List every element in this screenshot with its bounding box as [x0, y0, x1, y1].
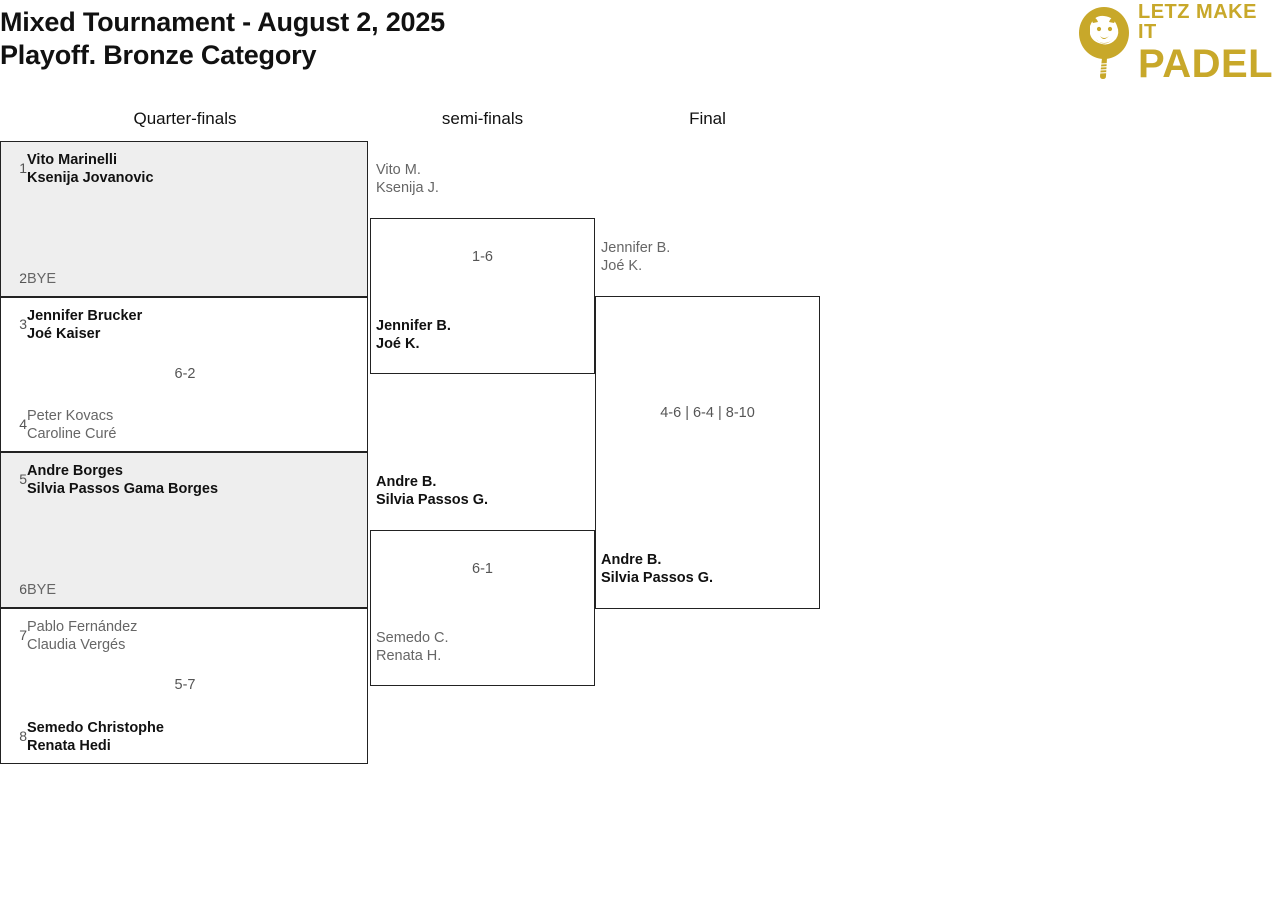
quarter-final-match-4[interactable]: 7 Pablo Fernández Claudia Vergés 5-7 8 S… [0, 608, 368, 764]
match-competitor-top[interactable]: 5 Andre Borges Silvia Passos Gama Borges [1, 461, 369, 498]
match-score: 6-1 [472, 561, 493, 577]
match-competitor-top[interactable]: 7 Pablo Fernández Claudia Vergés [1, 617, 369, 654]
player-name-1: Andre B. [376, 474, 437, 490]
player-name-1: BYE [27, 271, 57, 287]
page-title: Mixed Tournament - August 2, 2025 Playof… [0, 6, 900, 72]
match-competitor-top[interactable]: 1 Vito Marinelli Ksenija Jovanovic [1, 150, 369, 187]
player-name-2: Claudia Vergés [27, 637, 126, 653]
semi-final-1-competitor-top[interactable]: Vito M. Ksenija J. [376, 161, 591, 197]
brand-line-1: LETZ MAKE IT [1138, 1, 1257, 43]
team-names: Semedo Christophe Renata Hedi [27, 718, 164, 755]
quarter-final-match-1[interactable]: 1 Vito Marinelli Ksenija Jovanovic 2 BYE [0, 141, 368, 297]
match-score: 5-7 [174, 677, 196, 693]
match-competitor-bottom[interactable]: 4 Peter Kovacs Caroline Curé [1, 406, 369, 443]
match-competitor-top[interactable]: 3 Jennifer Brucker Joé Kaiser [1, 306, 369, 343]
seed-number: 5 [19, 471, 27, 487]
title-line-1: Mixed Tournament - August 2, 2025 [0, 7, 445, 37]
seed-number: 6 [19, 581, 27, 597]
player-name-2: Joé K. [376, 336, 420, 352]
player-name-1: Jennifer B. [376, 318, 451, 334]
player-name-1: Andre B. [601, 552, 662, 568]
final-match-score: 4-6 | 6-4 | 8-10 [660, 405, 755, 421]
quarter-final-match-3[interactable]: 5 Andre Borges Silvia Passos Gama Borges… [0, 452, 368, 608]
team-names: Andre Borges Silvia Passos Gama Borges [27, 461, 218, 498]
match-score: 6-2 [174, 366, 196, 382]
player-name-2: Silvia Passos G. [376, 492, 489, 508]
player-name-2: Renata Hedi [27, 738, 111, 754]
seed-number: 1 [19, 160, 27, 176]
round-heading-quarter-finals: Quarter-finals [133, 109, 237, 128]
round-heading-final: Final [689, 109, 726, 128]
final-competitor-top[interactable]: Jennifer B. Joé K. [601, 239, 816, 275]
player-name-1: Peter Kovacs [27, 408, 114, 424]
player-name-2: Caroline Curé [27, 426, 117, 442]
player-name-2: Joé Kaiser [27, 326, 101, 342]
match-competitor-bottom[interactable]: 6 BYE [1, 580, 369, 599]
seed-number: 2 [19, 270, 27, 286]
seed-number: 3 [19, 316, 27, 332]
quarter-final-match-2[interactable]: 3 Jennifer Brucker Joé Kaiser 6-2 4 Pete… [0, 297, 368, 452]
semi-final-2-competitor-top[interactable]: Andre B. Silvia Passos G. [376, 473, 591, 509]
team-names: Vito Marinelli Ksenija Jovanovic [27, 150, 154, 187]
seed-number: 4 [19, 416, 27, 432]
match-competitor-bottom[interactable]: 8 Semedo Christophe Renata Hedi [1, 718, 369, 755]
player-name-1: Pablo Fernández [27, 619, 138, 635]
round-heading-semi-finals: semi-finals [441, 109, 524, 128]
player-name-1: Semedo Christophe [27, 720, 164, 736]
player-name-2: Ksenija J. [376, 180, 439, 196]
match-competitor-bottom[interactable]: 2 BYE [1, 269, 369, 288]
brand-line-2: PADEL [1138, 42, 1274, 86]
team-names: Jennifer Brucker Joé Kaiser [27, 306, 142, 343]
player-name-1: Vito M. [376, 162, 421, 178]
player-name-1: Semedo C. [376, 630, 449, 646]
final-match[interactable] [595, 296, 820, 609]
player-name-2: Joé K. [601, 258, 643, 274]
semi-final-1-competitor-bottom[interactable]: Jennifer B. Joé K. [376, 317, 591, 353]
semi-final-match-1[interactable]: 1-6 [370, 218, 595, 374]
brand-wordmark: LETZ MAKE IT PADEL [1138, 2, 1273, 84]
team-names: Pablo Fernández Claudia Vergés [27, 617, 137, 654]
brand-logo: LETZ MAKE IT PADEL [1076, 2, 1273, 84]
player-name-2: Silvia Passos Gama Borges [27, 481, 219, 497]
semi-final-match-2[interactable]: 6-1 [370, 530, 595, 686]
player-name-1: Vito Marinelli [27, 152, 117, 168]
semi-final-2-competitor-bottom[interactable]: Semedo C. Renata H. [376, 629, 591, 665]
team-names: Peter Kovacs Caroline Curé [27, 406, 116, 443]
player-name-2: Renata H. [376, 648, 442, 664]
seed-number: 7 [19, 627, 27, 643]
padel-racket-lion-icon [1079, 7, 1129, 79]
final-competitor-bottom[interactable]: Andre B. Silvia Passos G. [601, 551, 816, 587]
seed-number: 8 [19, 728, 27, 744]
title-line-2: Playoff. Bronze Category [0, 40, 317, 70]
team-names: BYE [27, 269, 56, 288]
player-name-2: Silvia Passos G. [601, 570, 714, 586]
team-names: BYE [27, 580, 56, 599]
player-name-1: Jennifer B. [601, 240, 671, 256]
player-name-2: Ksenija Jovanovic [27, 170, 154, 186]
player-name-1: Jennifer Brucker [27, 308, 143, 324]
match-score: 1-6 [472, 249, 493, 265]
player-name-1: BYE [27, 582, 57, 598]
player-name-1: Andre Borges [27, 463, 123, 479]
